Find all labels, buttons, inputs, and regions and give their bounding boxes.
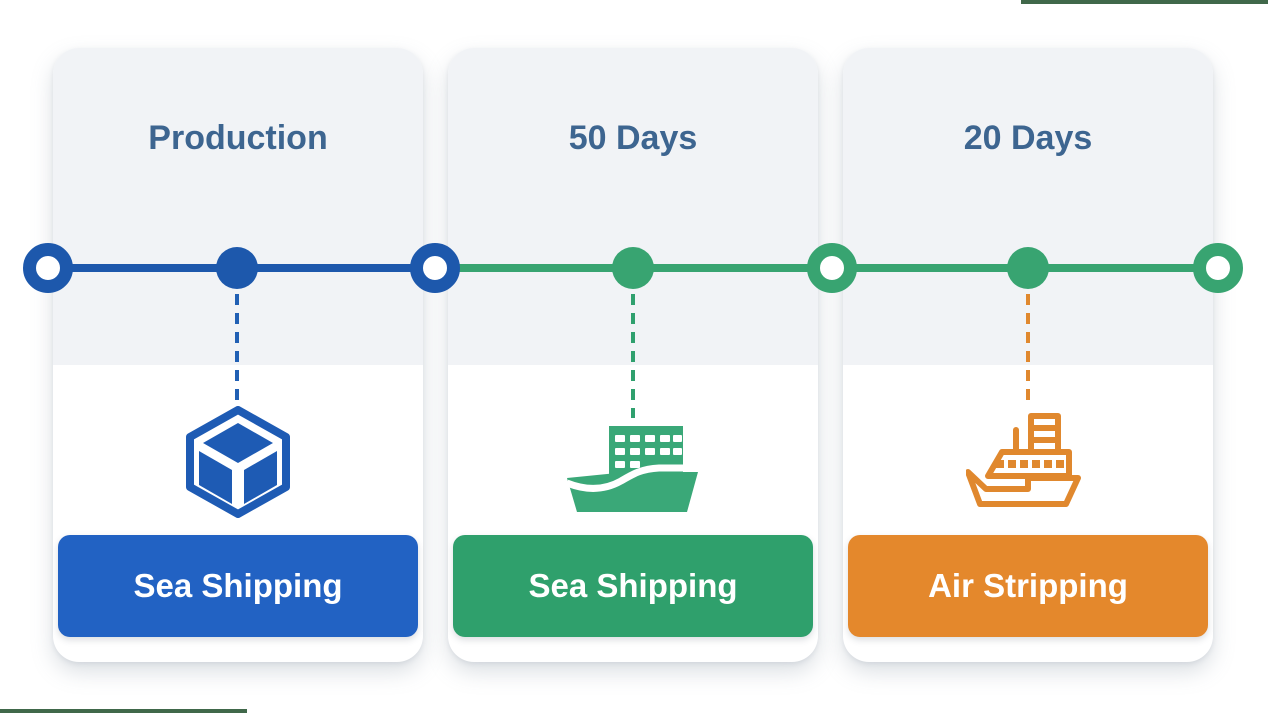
dashed-connector-orange [1026,294,1030,402]
package-cube-icon [186,406,290,518]
stage-title: 20 Days [963,119,1093,157]
timeline-node-ring [807,243,857,293]
stage-title: 50 Days [568,119,698,157]
steam-ship-icon [966,413,1081,507]
timeline-node-ring [410,243,460,293]
cargo-ship-icon [567,426,698,512]
timeline-node-dot [612,247,654,289]
timeline-node-dot [1007,247,1049,289]
timeline-node-dot [216,247,258,289]
stage-title: Production [148,119,328,157]
sea-shipping-button-green[interactable]: Sea Shipping [453,535,813,637]
timeline-node-ring [1193,243,1243,293]
timeline-node-ring [23,243,73,293]
sea-shipping-button-blue[interactable]: Sea Shipping [58,535,418,637]
dashed-connector-blue [235,294,239,404]
top-right-accent-bar [1021,0,1268,4]
air-stripping-button[interactable]: Air Stripping [848,535,1208,637]
stage-card-production: Production Sea Shipping [53,48,423,662]
bottom-left-accent-bar [0,709,247,713]
dashed-connector-green [631,294,635,418]
